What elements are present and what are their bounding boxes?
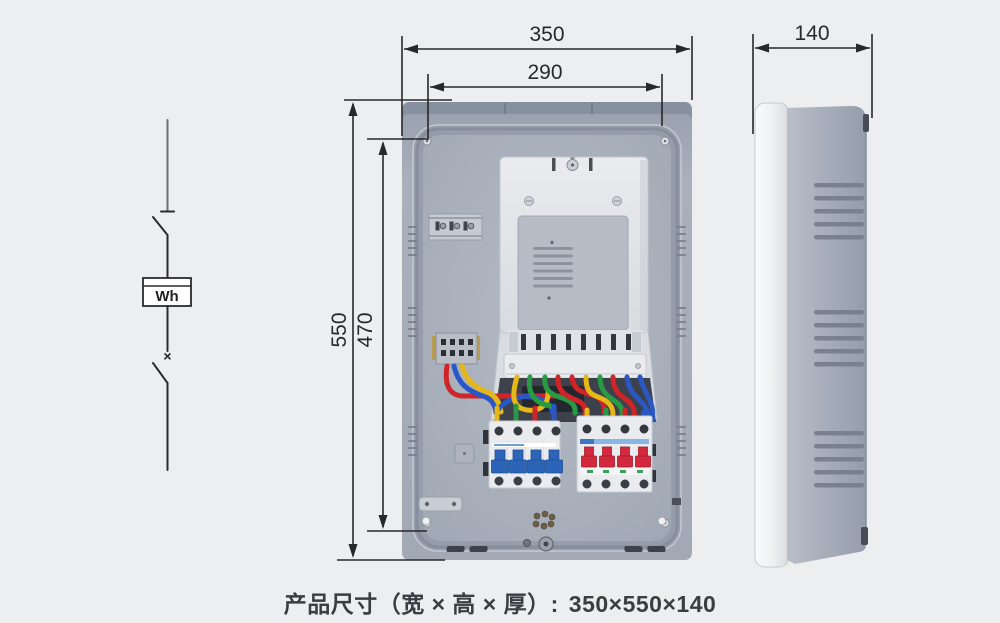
dimension-arrow <box>348 544 358 558</box>
side-body <box>787 105 866 564</box>
meter-terminal-row <box>503 330 647 379</box>
watt-hour-meter-symbol <box>142 277 192 307</box>
wire-red <box>610 374 637 421</box>
din-rail <box>428 213 483 241</box>
window-louvers <box>533 247 573 288</box>
dim-front-height: 550 <box>328 99 452 561</box>
plate-screw <box>524 196 534 206</box>
window-screw-dot <box>547 296 551 300</box>
breaker-left <box>483 420 563 489</box>
terminal-slots <box>521 334 631 350</box>
meter-window <box>517 215 629 331</box>
dim-front-inner-width-label: 290 <box>527 61 562 84</box>
side-vent-group-3 <box>814 431 864 488</box>
dim-front-inner-height-label: 470 <box>354 312 377 347</box>
dim-front-inner-width: 290 <box>427 61 663 140</box>
right-wall-notch <box>672 498 681 505</box>
dimension-arrow <box>646 82 660 92</box>
meter-label: Wh <box>155 288 178 305</box>
product-size-caption: 产品尺寸（宽 × 高 × 厚）: <box>283 591 559 617</box>
breaker-cross-mark: × <box>163 348 171 364</box>
plate-screw <box>612 196 622 206</box>
wire-yellow <box>511 374 551 413</box>
load-switch <box>152 362 169 384</box>
side-vent-group-1 <box>814 183 864 240</box>
breaker-left-top-screws <box>494 426 561 436</box>
wire-yellow <box>583 374 616 422</box>
bottom-screw-cluster <box>532 510 556 530</box>
meter-connector-block <box>522 386 584 412</box>
bottom-grommet <box>523 536 554 552</box>
breaker-left-label-print <box>494 444 524 446</box>
dimension-arrow <box>430 82 444 92</box>
wire-red <box>443 363 563 399</box>
wire-blue <box>637 374 656 423</box>
wall-vent-ticks <box>408 226 686 456</box>
mounting-hole-left <box>421 516 431 526</box>
wall-vent-group-right <box>677 226 686 456</box>
breaker-right <box>576 415 656 493</box>
cover-screw <box>635 363 641 369</box>
side-vent-group-2 <box>814 310 864 367</box>
wire-green <box>526 374 553 409</box>
plate-keyhole <box>566 157 579 171</box>
breaker-right-top-screws <box>582 424 649 434</box>
terminal-block <box>432 332 480 365</box>
breaker-right-indicators <box>587 470 643 473</box>
dim-front-width-label: 350 <box>529 23 564 46</box>
corner-screw <box>660 136 670 146</box>
dim-front-height-label: 550 <box>328 312 351 347</box>
corner-screw <box>422 136 432 146</box>
dimension-arrow <box>378 141 388 155</box>
breaker-right-toggles <box>581 446 651 468</box>
dim-front-inner-height: 470 <box>354 138 428 532</box>
wall-vent-group-left <box>408 226 417 456</box>
wire-green <box>542 374 578 416</box>
front-view <box>402 102 692 560</box>
dim-side-depth-label: 140 <box>794 22 829 45</box>
isolator-switch-top <box>152 216 169 236</box>
dimension-arrow <box>755 43 769 53</box>
mounting-hole-right <box>657 516 667 526</box>
plate-top-slot <box>589 158 593 171</box>
terminal-block-holes <box>441 339 473 356</box>
dimension-arrow <box>378 515 388 529</box>
breaker-right-label-stripe <box>580 439 649 444</box>
dimension-arrow <box>856 43 870 53</box>
bottom-vent-slots <box>446 546 666 552</box>
dim-front-width: 350 <box>401 23 693 136</box>
product-size-value: 350×550×140 <box>568 591 717 617</box>
breaker-left-bottom-screws <box>494 476 561 486</box>
product-size-line: 产品尺寸（宽 × 高 × 厚）: 350×550×140 <box>0 585 1000 619</box>
cable-clamp <box>418 496 463 512</box>
side-hinge-tab-bottom <box>861 527 868 545</box>
window-screw-dot <box>550 240 554 245</box>
breaker-right-bottom-screws <box>582 479 649 489</box>
breaker-right-indicator-row <box>580 468 649 475</box>
knockout-square <box>454 443 475 464</box>
wire-green <box>597 374 625 421</box>
dim-side-depth: 140 <box>752 22 873 134</box>
breaker-right-brand <box>580 439 594 444</box>
dimension-arrow <box>348 102 358 116</box>
wire-blue <box>451 363 499 416</box>
dimension-arrow <box>676 44 690 54</box>
dimension-arrow <box>404 44 418 54</box>
side-view <box>754 102 869 568</box>
cover-screw <box>509 363 515 369</box>
breaker-left-toggles <box>491 449 563 474</box>
wiring-schematic: Wh × <box>142 119 192 471</box>
plate-top-slot <box>552 158 556 171</box>
side-hinge-tab-top <box>863 114 869 132</box>
plate-edge-shade <box>640 160 648 330</box>
side-door-edge <box>754 102 790 568</box>
